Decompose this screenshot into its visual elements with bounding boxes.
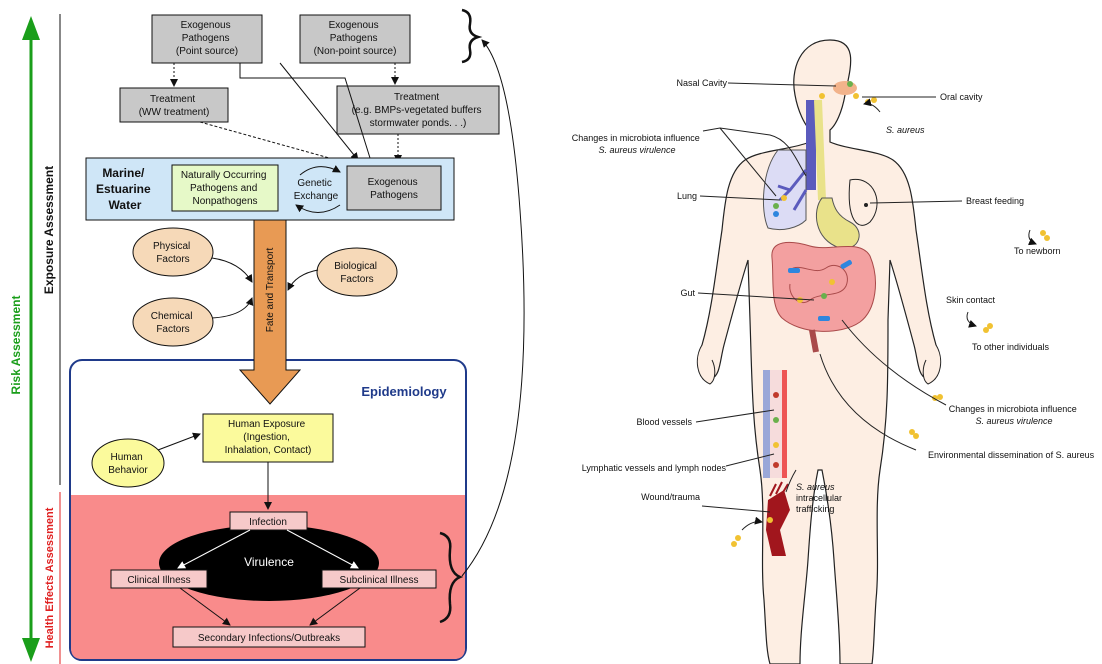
lymphatic-label: Lymphatic vessels and lymph nodes xyxy=(582,463,727,473)
to-other-individuals-label: To other individuals xyxy=(972,342,1050,352)
trafficking-line2: intracellular xyxy=(796,493,842,503)
gut-label: Gut xyxy=(680,288,695,298)
oral-cavity-label: Oral cavity xyxy=(940,92,983,102)
exposure-line2: (Ingestion, xyxy=(243,432,290,443)
svg-text:Exogenous Pathogens (P: Exogenous Pathogens (Point source) xyxy=(176,20,238,57)
exposure-assessment-label: Exposure Assessment xyxy=(42,166,56,294)
fate-transport-label: Fate and Transport xyxy=(265,248,276,333)
biological-line1: Biological xyxy=(334,261,377,272)
changes-top-line1: Changes in microbiota influence xyxy=(572,133,700,143)
svg-text:Naturally Occurring Pathog: Naturally Occurring Pathogens and Nonpat… xyxy=(181,170,269,207)
behavior-line2: Behavior xyxy=(108,465,148,476)
human-body xyxy=(697,40,1050,664)
trafficking-line1: S. aureus xyxy=(796,482,835,492)
exogenous-line2: Pathogens xyxy=(370,190,418,201)
biological-line2: Factors xyxy=(340,274,373,285)
natural-line2: Pathogens and xyxy=(190,183,257,194)
risk-assessment-label: Risk Assessment xyxy=(9,296,23,395)
human-behavior-ellipse xyxy=(92,439,164,487)
pathogens-point-line2: Pathogens xyxy=(182,33,230,44)
pathogens-point-line1: Exogenous xyxy=(181,20,231,31)
physical-line1: Physical xyxy=(153,241,190,252)
secondary-infections-label: Secondary Infections/Outbreaks xyxy=(198,633,340,644)
treatment-bmp-line3: stormwater ponds. . .) xyxy=(370,118,467,129)
behavior-line1: Human xyxy=(110,452,142,463)
skin-contact-label: Skin contact xyxy=(946,295,996,305)
to-newborn-label: To newborn xyxy=(1014,246,1061,256)
risk-assessment-arrow xyxy=(22,16,40,662)
pathogens-nonpoint-line2: Pathogens xyxy=(330,33,378,44)
subclinical-illness-label: Subclinical Illness xyxy=(340,575,419,586)
top-brace xyxy=(462,10,478,62)
treatment-ww-line2: (WW treatment) xyxy=(139,107,210,118)
chemical-line2: Factors xyxy=(156,324,189,335)
natural-line1: Naturally Occurring xyxy=(181,170,267,181)
trafficking-line3: trafficking xyxy=(796,504,834,514)
natural-line3: Nonpathogens xyxy=(192,196,257,207)
genetic-line2: Exchange xyxy=(294,191,339,202)
exogenous-line1: Exogenous xyxy=(368,177,418,188)
pathogens-nonpoint-line3: (Non-point source) xyxy=(314,46,397,57)
chemical-line1: Chemical xyxy=(151,311,193,322)
environmental-dissemination-label: Environmental dissemination of S. aureus xyxy=(928,450,1095,460)
changes-bottom-line1: Changes in microbiota influence xyxy=(949,404,1077,414)
treatment-bmp-line1: Treatment xyxy=(394,92,439,103)
treatment-ww-line1: Treatment xyxy=(150,94,195,105)
epidemiology-title: Epidemiology xyxy=(361,384,447,399)
blood-vessels-label: Blood vessels xyxy=(636,417,692,427)
chemical-factors-ellipse xyxy=(133,298,213,346)
exposure-line3: Inhalation, Contact) xyxy=(225,445,312,456)
physical-line2: Factors xyxy=(156,254,189,265)
changes-top-line2: S. aureus virulence xyxy=(598,145,675,155)
infection-label: Infection xyxy=(249,517,287,528)
exogenous-pathogens-box xyxy=(347,166,441,210)
virulence-label: Virulence xyxy=(244,555,294,569)
clinical-illness-label: Clinical Illness xyxy=(127,575,190,586)
wound-trauma-label: Wound/trauma xyxy=(641,492,700,502)
breast-feeding-label: Breast feeding xyxy=(966,196,1024,206)
physical-factors-ellipse xyxy=(133,228,213,276)
changes-bottom-line2: S. aureus virulence xyxy=(975,416,1052,426)
marine-line3: Water xyxy=(109,198,142,212)
svg-text:Changes in microbiota influenc: Changes in microbiota influence S. aureu… xyxy=(572,133,703,155)
biological-factors-ellipse xyxy=(317,248,397,296)
treatment-bmp-line2: (e.g. BMPs-vegetated buffers xyxy=(352,105,482,116)
marine-line1: Marine/ xyxy=(102,166,145,180)
pathogens-point-line3: (Point source) xyxy=(176,46,238,57)
exposure-line1: Human Exposure xyxy=(228,419,306,430)
s-aureus-label: S. aureus xyxy=(886,125,925,135)
health-effects-label: Health Effects Assessment xyxy=(44,507,56,648)
nasal-cavity-label: Nasal Cavity xyxy=(676,78,727,88)
pathogens-nonpoint-line1: Exogenous xyxy=(329,20,379,31)
marine-line2: Estuarine xyxy=(96,182,151,196)
svg-text:Changes in microbiota influenc: Changes in microbiota influence S. aureu… xyxy=(949,404,1080,426)
genetic-line1: Genetic xyxy=(297,178,331,189)
lung-label: Lung xyxy=(677,191,697,201)
